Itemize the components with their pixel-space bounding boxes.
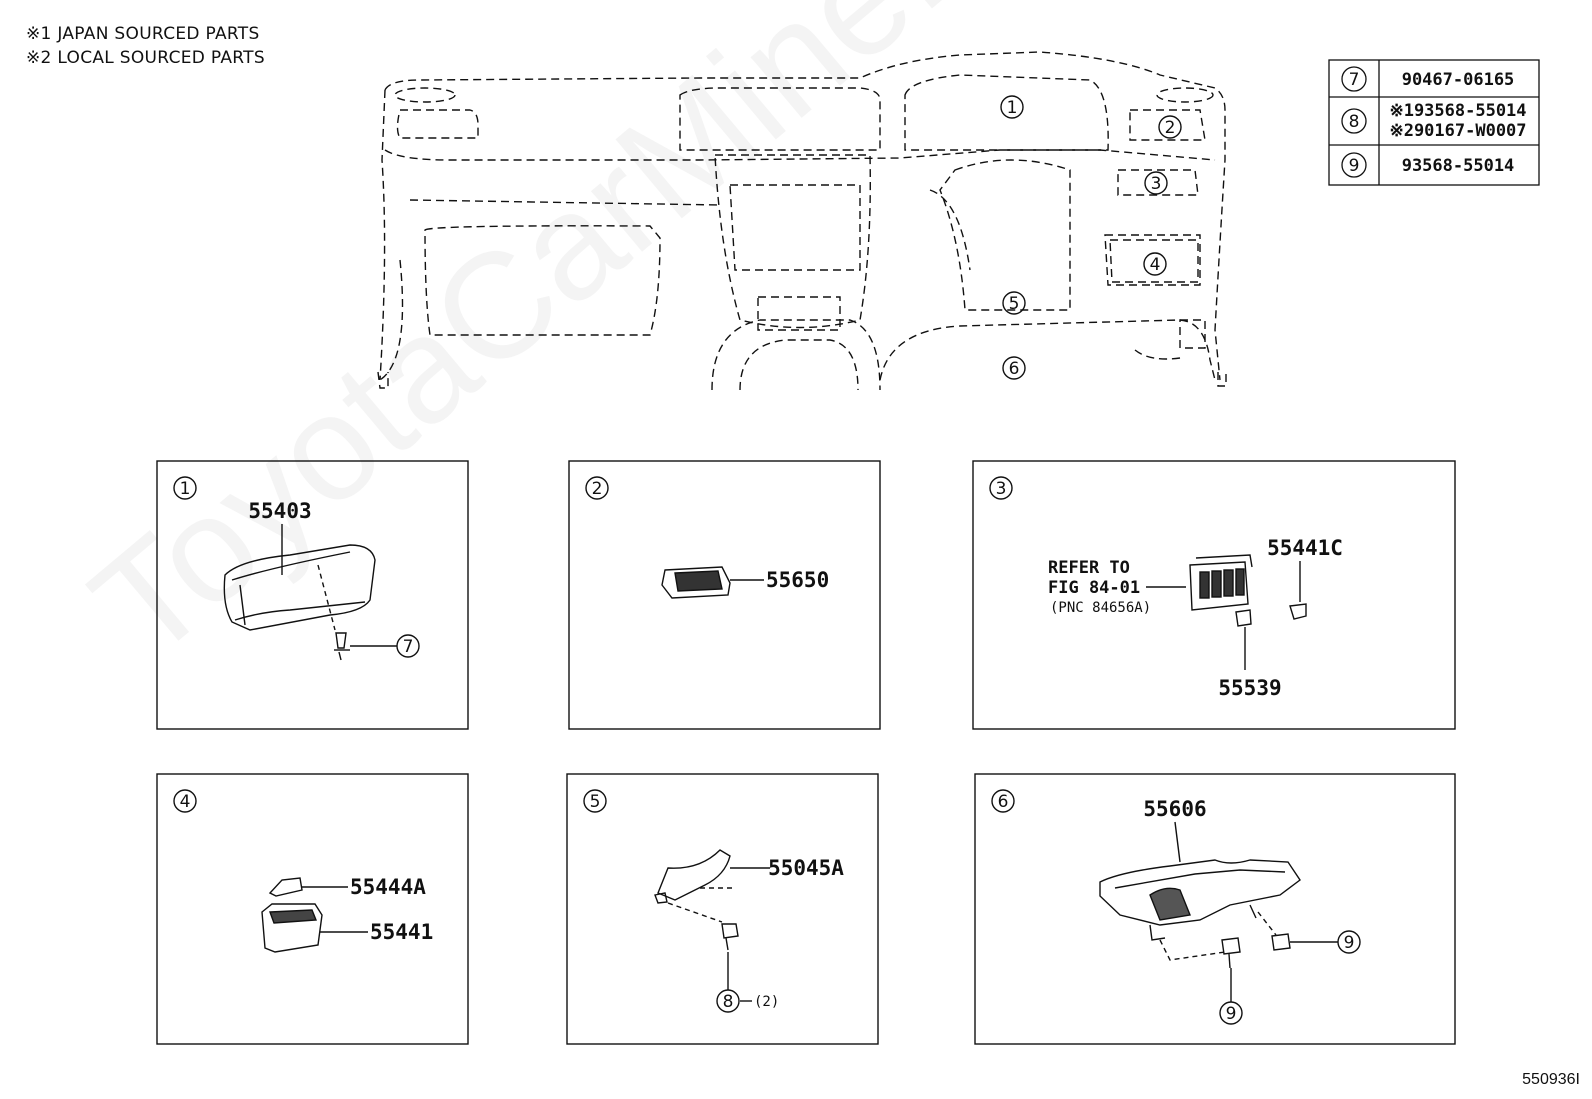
- panel-5: 5 55045A 8 (2): [566, 773, 879, 1045]
- table-code-9: 93568-55014: [1402, 156, 1515, 176]
- source-notes: ※1 JAPAN SOURCED PARTS ※2 LOCAL SOURCED …: [26, 22, 265, 70]
- part-55650-label: 55650: [766, 568, 829, 592]
- note-japan: ※1 JAPAN SOURCED PARTS: [26, 24, 260, 44]
- screw-8-drawing: [721, 923, 739, 951]
- overview-callout-5: 5: [1009, 294, 1020, 314]
- panel-2-number: 2: [592, 479, 603, 499]
- bracket-55539-drawing: [1235, 609, 1252, 627]
- refer-to-line3: (PNC 84656A): [1050, 600, 1151, 616]
- panel-1-fastener-callout: 7: [403, 637, 414, 657]
- part-55441-label: 55441: [370, 920, 433, 944]
- panel-6-number: 6: [998, 792, 1009, 812]
- part-55403-label: 55403: [248, 499, 311, 523]
- panel-5-fastener-callout: 8: [723, 992, 734, 1012]
- panel-6-fastener-callout-a: 9: [1226, 1004, 1237, 1024]
- overview-callout-2: 2: [1165, 118, 1176, 138]
- vent-drawing: [661, 566, 731, 599]
- table-num-7: 7: [1349, 70, 1360, 90]
- refer-to-line2: FIG 84-01: [1048, 578, 1140, 598]
- switch-bank-drawing: [1189, 554, 1253, 611]
- overview-callout-3: 3: [1151, 174, 1162, 194]
- table-num-9: 9: [1349, 156, 1360, 176]
- dashboard-overview: [377, 51, 1227, 391]
- screw-9a-drawing: [1221, 937, 1241, 969]
- panel-2: 2 55650: [568, 460, 881, 730]
- part-55045A-label: 55045A: [768, 856, 844, 880]
- panel-3-number: 3: [996, 479, 1007, 499]
- note-local: ※2 LOCAL SOURCED PARTS: [26, 48, 265, 68]
- panel-6-fastener-callout-b: 9: [1344, 933, 1355, 953]
- panel-4: 4 55444A 55441: [156, 773, 469, 1045]
- table-num-8: 8: [1349, 112, 1360, 132]
- pocket-55441-drawing: [261, 903, 323, 953]
- part-55606-label: 55606: [1143, 797, 1206, 821]
- overview-callout-1: 1: [1007, 98, 1018, 118]
- overview-callout-4: 4: [1150, 255, 1161, 275]
- table-code-7: 90467-06165: [1402, 70, 1515, 90]
- panel-1: 1 55403 7: [156, 460, 469, 730]
- figure-code: 550936I: [1522, 1071, 1580, 1088]
- overview-callouts: 1 2 3 4 5 6: [1000, 95, 1182, 380]
- panel-4-number: 4: [180, 792, 191, 812]
- panel-1-number: 1: [180, 479, 191, 499]
- panel-3: 3 REFER TO FIG 84-01 (PNC 84656A) 55441C…: [972, 460, 1456, 730]
- table-code-8a: ※193568-55014: [1389, 101, 1526, 121]
- refer-to-line1: REFER TO: [1048, 558, 1130, 578]
- lower-panel-55606-drawing: [1099, 859, 1301, 941]
- part-55539-label: 55539: [1218, 676, 1281, 700]
- cover-55444A-drawing: [268, 877, 303, 897]
- screw-9b-drawing: [1271, 933, 1291, 951]
- part-55441C-label: 55441C: [1267, 536, 1343, 560]
- cover-55045A-drawing: [654, 849, 731, 904]
- panel-6: 6 55606 9 9: [974, 773, 1456, 1045]
- clip-55441C-drawing: [1289, 603, 1307, 620]
- clip-7-drawing: [334, 632, 350, 661]
- part-55444A-label: 55444A: [350, 875, 426, 899]
- meter-hood-drawing: [223, 544, 376, 631]
- table-code-8b: ※290167-W0007: [1389, 121, 1526, 141]
- fastener-table: 7 90467-06165 8 ※193568-55014 ※290167-W0…: [1328, 59, 1540, 186]
- panel-5-quantity: (2): [754, 994, 779, 1010]
- panel-5-number: 5: [590, 792, 601, 812]
- overview-callout-6: 6: [1009, 359, 1020, 379]
